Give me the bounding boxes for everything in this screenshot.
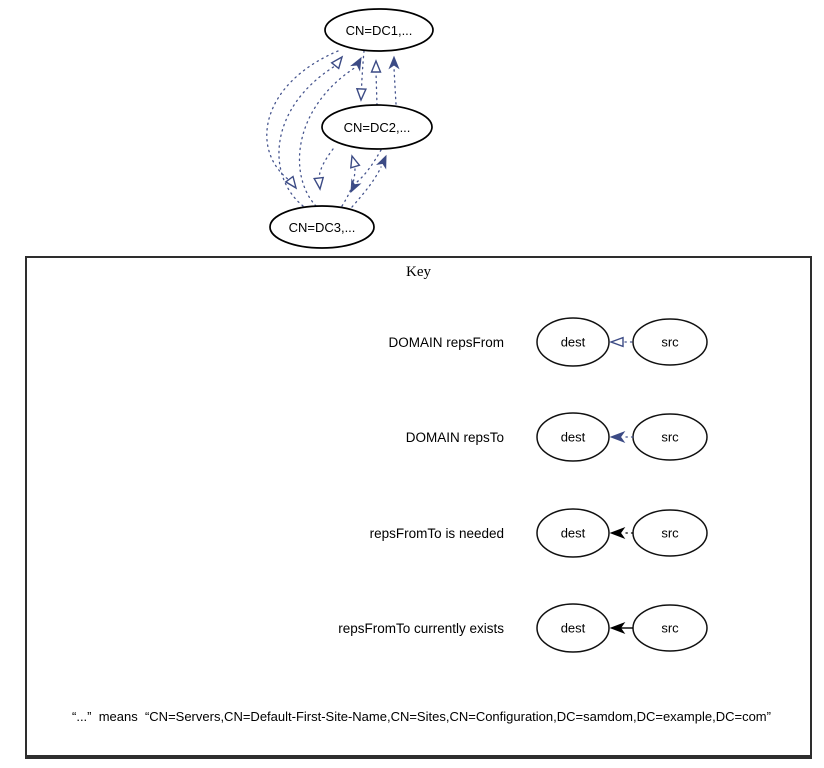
arrowhead-filled-icon [350,56,362,72]
dest-label: dest [561,335,586,350]
arrowhead-filled-icon [350,178,362,194]
edge-dc1-dc3-repsfrom [266,50,339,181]
dest-ellipse [536,603,610,653]
src-label: src [661,526,679,541]
node-dc1-ellipse [324,8,434,52]
edge-dc1-dc2-repsfrom [360,50,365,90]
node-dc1: CN=DC1,... [324,8,434,52]
node-dc3-ellipse [269,205,375,249]
arrowhead-filled-icon [388,55,400,70]
edge-dc3-dc1-repsfrom [278,65,336,207]
key-row-label: DOMAIN repsFrom [388,334,504,350]
dest-label: dest [561,621,586,636]
key-row-repsfrom: DOMAIN repsFrom dest src [27,314,708,370]
node-dc2-ellipse [321,104,433,150]
arrowhead-open-icon [370,59,382,73]
arrowhead-open-icon [608,336,624,348]
dest-label: dest [561,526,586,541]
node-dc2: CN=DC2,... [321,104,433,150]
key-title: Key [406,264,431,280]
edge-dc3-dc2-repsto [351,166,382,208]
key-art-repsfromto-needed: dest src [536,508,708,558]
key-row-repsfromto-exists: repsFromTo currently exists dest src [27,600,708,656]
dest-label: dest [561,430,586,445]
abbreviation-note: “...” means “CN=Servers,CN=Default-First… [72,709,771,724]
arrowhead-open-icon [284,175,298,190]
key-art-repsfrom: dest src [536,317,708,367]
node-dc1-label: CN=DC1,... [346,23,413,38]
src-label: src [661,335,679,350]
edge-dc2-dc1-repsto [393,67,397,105]
src-label: src [661,621,679,636]
src-label: src [661,430,679,445]
key-art-repsfromto-exists: dest src [536,603,708,653]
node-dc3-label: CN=DC3,... [289,220,356,235]
key-row-label: DOMAIN repsTo [405,429,504,445]
edge-dc3-dc2-repsfrom [341,166,356,207]
node-dc2-label: CN=DC2,... [344,120,411,135]
edge-dc3-dc1-repsto [298,66,357,207]
key-row-repsfromto-needed: repsFromTo is needed dest src [27,505,708,561]
key-box: Key DOMAIN repsFrom dest src DOMAIN reps… [25,256,812,759]
graph-edges [266,50,400,208]
arrowhead-filled-icon [609,621,626,635]
edge-dc2-dc3-repsto [356,149,382,183]
dest-ellipse [536,508,610,558]
edge-dc2-dc1-repsfrom [375,71,378,106]
arrowhead-open-icon [313,176,325,191]
arrowhead-filled-icon [609,526,626,540]
replication-graph: CN=DC1,... CN=DC2,... CN=DC3,... [266,8,434,249]
key-row-label: repsFromTo currently exists [338,620,504,636]
edge-dc2-dc3-repsfrom [318,148,334,179]
arrowhead-filled-icon [376,154,387,170]
arrowhead-open-icon [355,88,367,102]
src-ellipse [632,318,708,366]
arrowhead-open-icon [330,55,344,70]
node-dc3: CN=DC3,... [269,205,375,249]
key-art-repsto: dest src [536,412,708,462]
key-row-label: repsFromTo is needed [369,525,504,541]
arrowhead-open-icon [349,154,361,169]
key-row-repsto: DOMAIN repsTo dest src [27,409,708,465]
arrowhead-filled-icon [609,430,626,444]
dest-ellipse [536,412,610,462]
